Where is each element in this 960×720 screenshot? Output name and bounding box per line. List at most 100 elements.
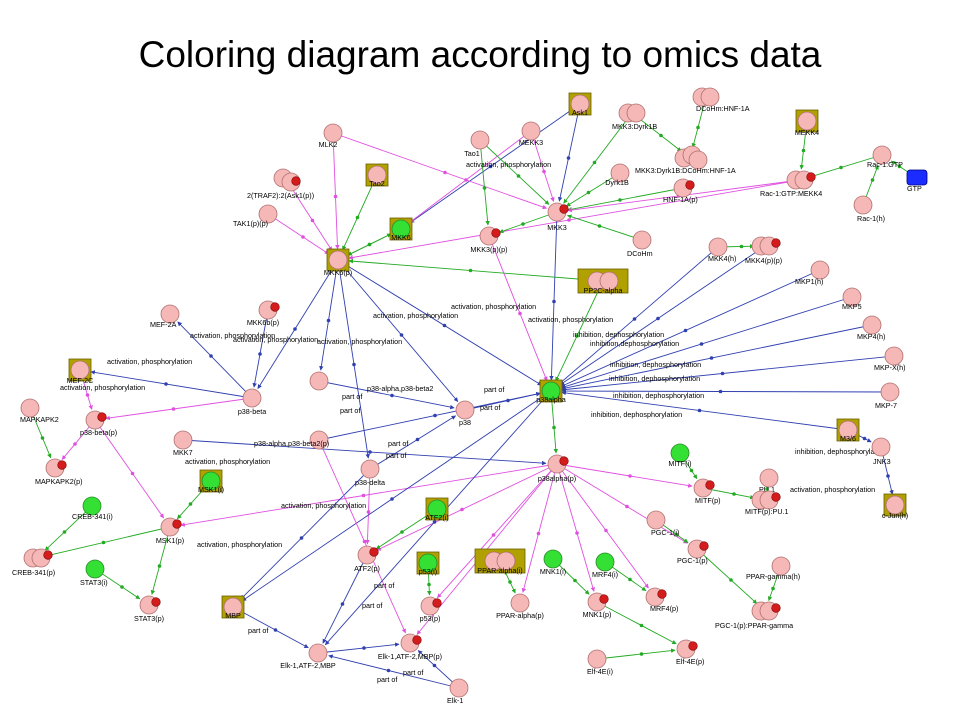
node-GTP[interactable]: GTP: [906, 169, 928, 193]
protein-node[interactable]: [20, 398, 40, 418]
node-MSK1p[interactable]: MSK1(p): [156, 517, 184, 545]
node-PP2Calpha[interactable]: PP2C-alpha: [577, 268, 629, 295]
node-p38betap[interactable]: p38-beta(p): [80, 410, 117, 437]
node-p53p[interactable]: p53(p): [420, 596, 442, 623]
protein-node[interactable]: [771, 556, 791, 576]
boxed-protein-node[interactable]: [496, 551, 516, 571]
node-p38alpha[interactable]: p38alpha: [536, 379, 566, 404]
node-MKK3pp[interactable]: MKK3(p)(p): [470, 226, 508, 254]
boxed-protein-node[interactable]: [328, 250, 348, 270]
node-MKK6pp[interactable]: MKK6(p): [324, 248, 352, 277]
protein-node[interactable]: [455, 400, 475, 420]
node-p53i[interactable]: p53(i): [416, 551, 440, 576]
node-Dyrk1B[interactable]: Dyrk1B: [605, 163, 630, 187]
node-cJunh[interactable]: c-Jun(h): [882, 493, 908, 520]
boxed-protein-node[interactable]: [427, 499, 447, 519]
boxed-protein-node[interactable]: [570, 94, 590, 114]
protein-node[interactable]: [646, 510, 666, 530]
protein-node[interactable]: [470, 130, 490, 150]
protein-node[interactable]: [880, 382, 900, 402]
protein-node[interactable]: [842, 287, 862, 307]
protein-node[interactable]: [510, 593, 530, 613]
node-MEKK4[interactable]: MEKK4: [795, 109, 819, 137]
protein-node[interactable]: [862, 315, 882, 335]
node-p38ab2p[interactable]: p38-alpha,p38-beta2(p): [254, 430, 329, 450]
node-ATF2p[interactable]: ATF2(p): [354, 545, 380, 573]
protein-node[interactable]: [871, 437, 891, 457]
node-MKP1h[interactable]: MKP1(h): [795, 260, 830, 286]
node-Elf4Ei[interactable]: Elf-4E(i): [587, 649, 613, 676]
node-Elf4Ep[interactable]: Elf-4E(p): [676, 639, 704, 666]
highlighted-protein-node[interactable]: [82, 496, 102, 516]
protein-node[interactable]: [173, 430, 193, 450]
node-MIM[interactable]: M3/6: [836, 418, 860, 443]
node-MNK1i[interactable]: MNK1(i): [540, 549, 566, 576]
highlighted-protein-node[interactable]: [543, 549, 563, 569]
boxed-protein-node[interactable]: [201, 471, 221, 491]
boxed-protein-node[interactable]: [223, 597, 243, 617]
node-ATF2i[interactable]: ATF2(i): [425, 497, 449, 522]
complex-member[interactable]: [688, 150, 708, 170]
node-MEKK3[interactable]: MEKK3: [519, 121, 543, 147]
node-MKPXh[interactable]: MKP-X(h): [874, 346, 906, 372]
node-MSK1mRNA[interactable]: MKK7: [173, 430, 193, 457]
node-MKP5[interactable]: MKP5: [842, 287, 862, 311]
boxed-protein-node[interactable]: [418, 553, 438, 573]
highlighted-protein-node[interactable]: [85, 559, 105, 579]
node-MKK3_Dyrk1B[interactable]: MKK3:Dyrk1B: [612, 103, 657, 131]
node-Elk1_ATF2_MBPp[interactable]: Elk-1,ATF-2,MBP(p): [378, 633, 442, 661]
protein-node[interactable]: [632, 230, 652, 250]
protein-node[interactable]: [521, 121, 541, 141]
boxed-protein-node[interactable]: [599, 271, 619, 291]
protein-node[interactable]: [242, 388, 262, 408]
protein-node[interactable]: [309, 430, 329, 450]
node-MRF4p[interactable]: MRF4(p): [645, 587, 678, 613]
boxed-protein-node[interactable]: [391, 219, 411, 239]
node-MEF2A[interactable]: MEF-2A: [150, 304, 180, 329]
complex-member[interactable]: [626, 103, 646, 123]
node-HNF1Ap[interactable]: HNF-1A(p): [663, 178, 698, 204]
protein-node[interactable]: [309, 371, 329, 391]
node-Tao2[interactable]: Tao2: [365, 163, 389, 188]
boxed-protein-node[interactable]: [541, 381, 561, 401]
small-molecule-node[interactable]: [906, 169, 928, 186]
boxed-protein-node[interactable]: [367, 165, 387, 185]
node-PGC1p[interactable]: PGC-1(p): [677, 539, 709, 565]
node-TRAF2_Ask1p[interactable]: 2(TRAF2):2(Ask1(p)): [247, 168, 314, 200]
node-p38[interactable]: p38: [455, 400, 475, 427]
node-MAPKAPK2p[interactable]: MAPKAPK2(p): [35, 458, 83, 486]
node-MRF4i[interactable]: MRF4(i): [592, 552, 618, 579]
node-p38alphap[interactable]: p38alpha(p): [538, 454, 576, 483]
node-MKK6[interactable]: MKK6: [389, 217, 413, 242]
node-Elk1_ATF2_MBP[interactable]: Elk-1,ATF-2,MBP: [280, 643, 336, 670]
node-MITFp_PU1[interactable]: MITF(p):PU.1: [745, 490, 789, 516]
node-PPARalphap[interactable]: PPAR-alpha(p): [496, 593, 544, 620]
node-TAK1pp[interactable]: TAK1(p)(p): [233, 204, 278, 228]
node-Rac1_GTP[interactable]: Rac-1:GTP: [867, 145, 903, 169]
node-MBP[interactable]: MBP: [221, 595, 245, 620]
boxed-protein-node[interactable]: [797, 111, 817, 131]
node-STAT3i[interactable]: STAT3(i): [80, 559, 108, 587]
node-MKK3_Dyrk1B_DCoHm_HNF1A[interactable]: MKK3:Dyrk1B:DCoHm:HNF-1A: [635, 145, 736, 175]
node-p38beta[interactable]: p38-beta: [238, 388, 266, 416]
protein-node[interactable]: [853, 195, 873, 215]
node-Elk1[interactable]: Elk-1: [447, 678, 469, 705]
node-DCoHm_HNF1A[interactable]: DCoHm:HNF-1A: [692, 87, 750, 113]
node-PGC1i[interactable]: PGC-1(i): [646, 510, 679, 537]
node-PGC1p_PPARg[interactable]: PGC-1(p):PPAR-gamma: [715, 601, 793, 630]
node-STAT3p[interactable]: STAT3(p): [134, 595, 164, 623]
protein-node[interactable]: [708, 237, 728, 257]
node-MEF2C[interactable]: MEF-2C: [67, 358, 94, 385]
protein-node[interactable]: [759, 468, 779, 488]
node-MKK4pp[interactable]: MKK4(p)(p): [745, 236, 782, 265]
node-MITFi[interactable]: MITF(i): [668, 443, 692, 468]
node-CREB341p[interactable]: CREB-341(p): [12, 548, 55, 577]
protein-node[interactable]: [449, 678, 469, 698]
complex-member[interactable]: [700, 87, 720, 107]
node-PPARgammah[interactable]: PPAR-gamma(h): [746, 556, 800, 581]
boxed-protein-node[interactable]: [885, 495, 905, 515]
node-p38ab2[interactable]: p38-alpha,p38-beta2: [309, 371, 433, 393]
node-MKK6bp[interactable]: MKK6b(p): [247, 300, 280, 327]
node-MKP7[interactable]: MKP-7: [875, 382, 900, 410]
node-MITFp[interactable]: MITF(p): [693, 478, 721, 505]
